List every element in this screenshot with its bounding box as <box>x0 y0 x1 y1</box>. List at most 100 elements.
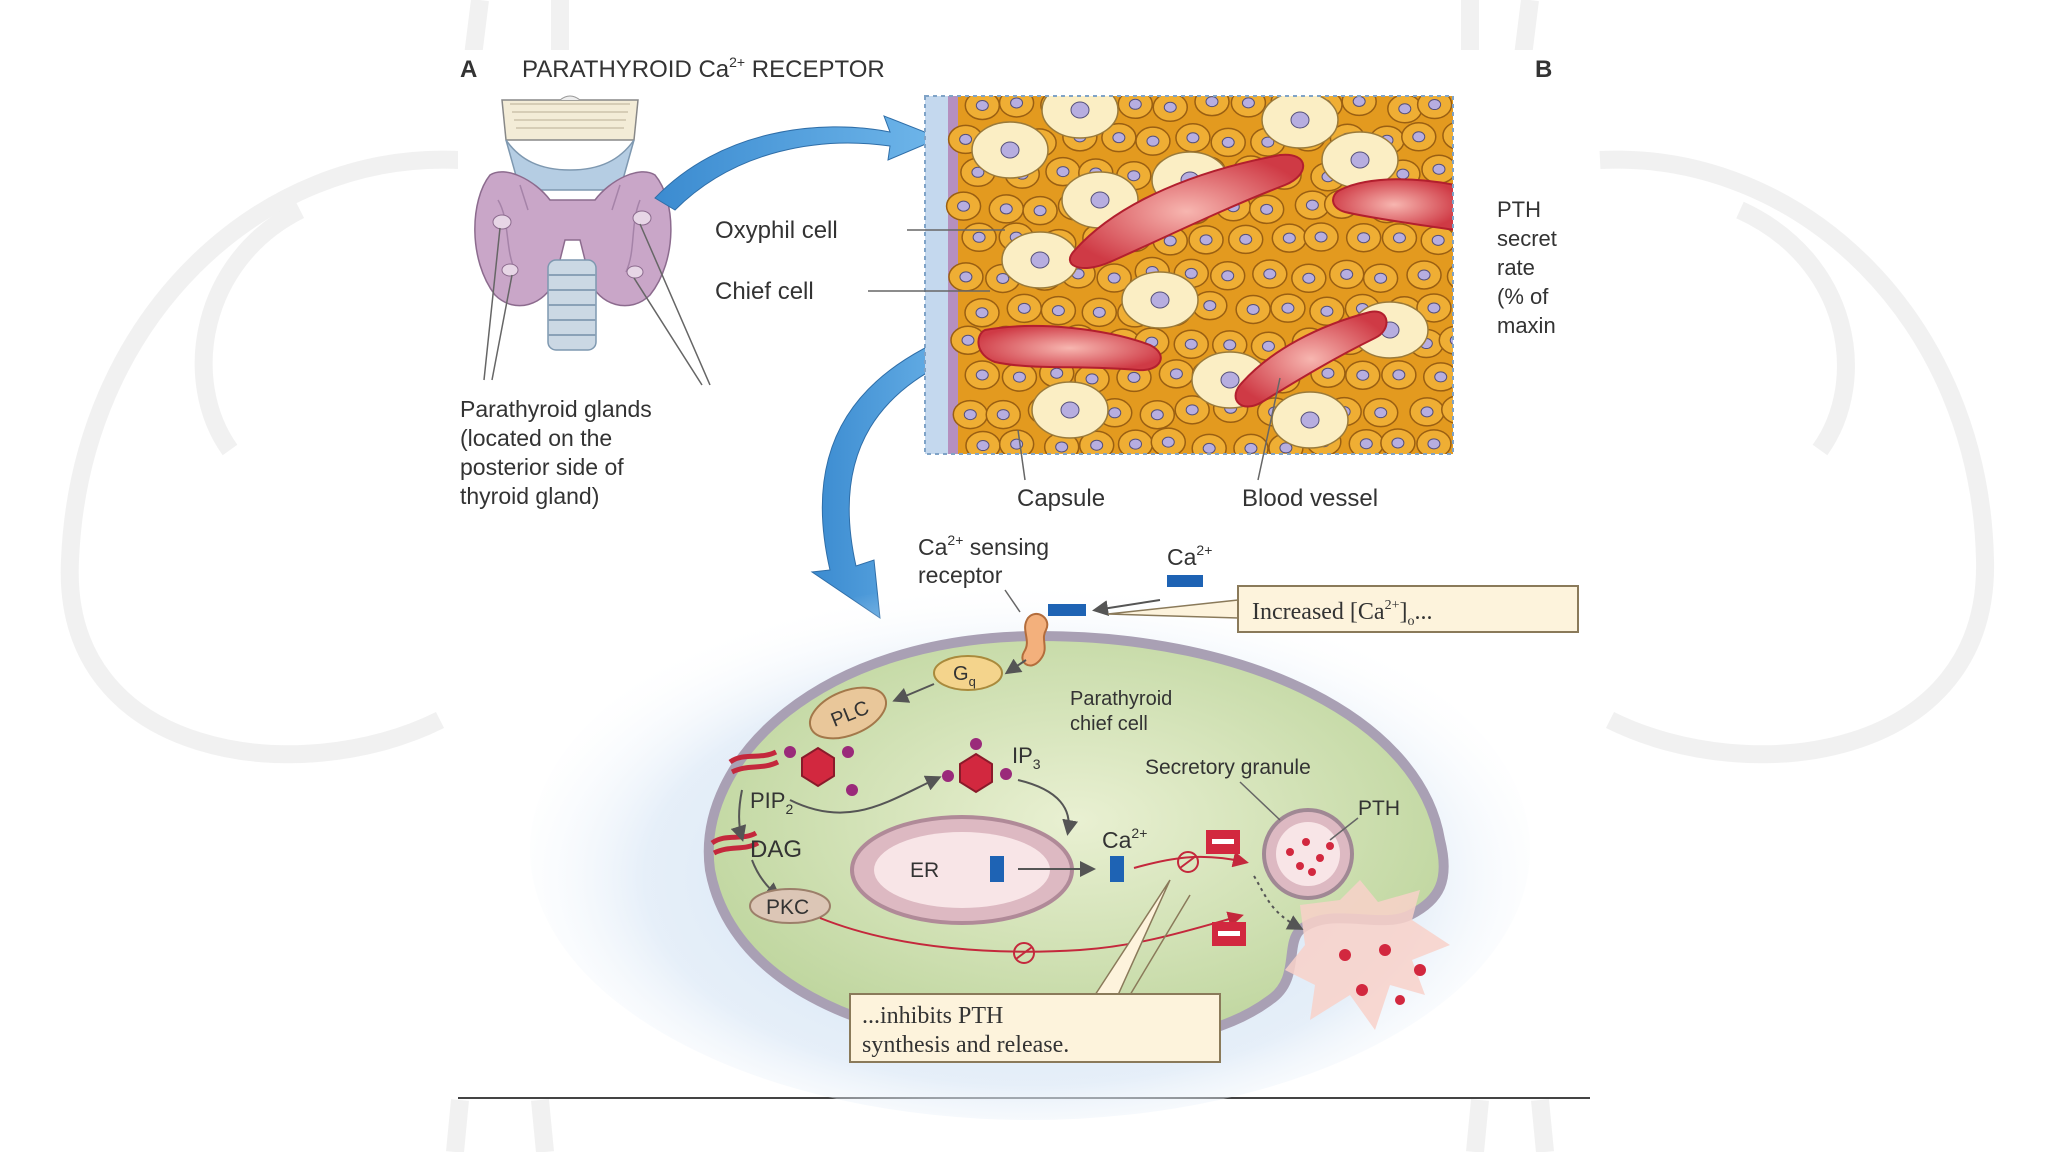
panel-b-letter: B <box>1535 56 1552 83</box>
cell-nucleus <box>1427 438 1441 450</box>
svg-text:(% of: (% of <box>1497 284 1549 309</box>
cell-nucleus <box>1107 272 1121 284</box>
cell-nucleus <box>1428 99 1442 111</box>
ip3-molecule <box>942 738 1012 794</box>
cell-nucleus <box>971 166 985 178</box>
cell-nucleus <box>1055 441 1069 453</box>
receptor-label-2: receptor <box>918 562 1003 588</box>
cell-nucleus <box>1281 302 1295 314</box>
cell-nucleus <box>1350 151 1370 169</box>
cell-nucleus <box>1305 199 1319 211</box>
tissue-section <box>925 96 1453 454</box>
cytosolic-ca-ion <box>1110 856 1124 882</box>
blood-vessel-texture <box>1332 178 1453 231</box>
chief-cell-texture <box>1442 122 1453 150</box>
cell-nucleus <box>1220 371 1240 389</box>
cell-nucleus <box>1051 305 1065 317</box>
svg-text:Gq: Gq <box>953 663 976 689</box>
cell-nucleus <box>1412 131 1426 143</box>
cell-nucleus <box>1163 101 1177 113</box>
blood-vessel-leader <box>1257 377 1281 481</box>
cell-nucleus <box>1261 340 1275 352</box>
cell-nucleus <box>1199 234 1213 246</box>
ca-sensing-receptor <box>1021 612 1049 667</box>
cell-nucleus <box>1244 442 1258 454</box>
cell-nucleus <box>1056 166 1070 178</box>
cell-nucleus <box>1246 303 1260 315</box>
cell-nucleus <box>1431 234 1445 246</box>
pkc-inhibition-node <box>1013 942 1035 964</box>
cell-nucleus <box>1146 135 1160 147</box>
cell-nucleus <box>1282 232 1296 244</box>
cell-nucleus <box>975 369 989 381</box>
cell-nucleus <box>1085 373 1099 385</box>
cell-nucleus <box>1290 111 1310 129</box>
cell-nucleus <box>1427 302 1441 314</box>
cell-nucleus <box>1352 96 1366 107</box>
ca-inhibition-node-slash <box>1179 855 1197 869</box>
cell-nucleus <box>1127 371 1141 383</box>
receptor-to-gq-arrow <box>1004 658 1027 675</box>
cell-nucleus <box>1090 191 1110 209</box>
svg-text:PTH: PTH <box>1497 197 1541 222</box>
cell-nucleus <box>1030 251 1050 269</box>
extracellular-ca-label: Ca2+ <box>1167 542 1212 570</box>
cell-nucleus <box>1129 438 1143 450</box>
cell-nucleus <box>1127 170 1141 182</box>
cell-nucleus <box>1374 272 1388 284</box>
blood-vessel-texture <box>1234 310 1388 408</box>
cell-nucleus <box>1374 407 1388 419</box>
panel-a-letter: A <box>460 56 477 83</box>
svg-text:synthesis and release.: synthesis and release. <box>862 1032 1069 1058</box>
cell-nucleus <box>1300 411 1320 429</box>
plc-enzyme: PLC <box>809 686 887 740</box>
svg-text:...inhibits PTH: ...inhibits PTH <box>862 1003 1003 1029</box>
cell-nucleus <box>1320 305 1334 317</box>
cell-nucleus <box>1359 438 1373 450</box>
cell-nucleus <box>1432 163 1446 175</box>
cell-nucleus <box>1205 96 1219 108</box>
svg-text:ER: ER <box>910 859 939 882</box>
cell-nucleus <box>1163 235 1177 247</box>
cell-nucleus <box>1221 136 1235 148</box>
cell-nucleus <box>1356 369 1370 381</box>
cell-nucleus <box>1108 407 1122 419</box>
chief-cell-body <box>703 630 1449 1052</box>
cell-nucleus <box>1396 168 1410 180</box>
pip2-molecule <box>784 746 858 796</box>
gq-to-plc-arrow <box>892 683 935 703</box>
bound-ca-ion <box>1048 604 1086 616</box>
cell-nucleus <box>1202 442 1216 454</box>
svg-text:posterior side of: posterior side of <box>460 454 624 480</box>
pth-exocytosis <box>1285 880 1450 1030</box>
capsule-leader <box>1017 429 1026 481</box>
ip3-to-er-arrow <box>1017 779 1079 836</box>
parathyroid-glands-label: Parathyroid glands (located on the poste… <box>460 396 652 509</box>
cell-nucleus <box>996 409 1010 421</box>
cell-nucleus <box>1184 338 1198 350</box>
inhibit-symbol-1 <box>1206 830 1240 854</box>
secretory-granule-leader <box>1239 781 1281 821</box>
receptor-label: Ca2+ sensing <box>918 532 1049 560</box>
thyroid-gland-illustration <box>474 95 711 386</box>
secretory-granule-label: Secretory granule <box>1145 756 1311 779</box>
cell-nucleus <box>1261 136 1275 148</box>
inhibit-symbol-2 <box>1212 922 1246 946</box>
cell-nucleus <box>1223 339 1237 351</box>
cell-nucleus <box>1417 269 1431 281</box>
cell-nucleus <box>999 203 1013 215</box>
cell-nucleus <box>1302 272 1316 284</box>
cell-nucleus <box>1050 367 1064 379</box>
cell-nucleus <box>1090 439 1104 451</box>
svg-text:Increased [Ca2+]o...: Increased [Ca2+]o... <box>1252 598 1433 629</box>
cell-nucleus <box>1017 302 1031 314</box>
cell-nucleus <box>1070 101 1090 119</box>
cell-nucleus <box>1321 367 1335 379</box>
chief-cell-name: Parathyroid <box>1070 688 1172 710</box>
cell-nucleus <box>1128 98 1142 110</box>
pkc-enzyme: PKC <box>749 888 831 924</box>
pip2-to-dag-arrow <box>730 789 747 842</box>
cell-nucleus <box>1392 369 1406 381</box>
svg-text:Parathyroid glands: Parathyroid glands <box>460 396 652 422</box>
cell-nucleus <box>1060 401 1080 419</box>
